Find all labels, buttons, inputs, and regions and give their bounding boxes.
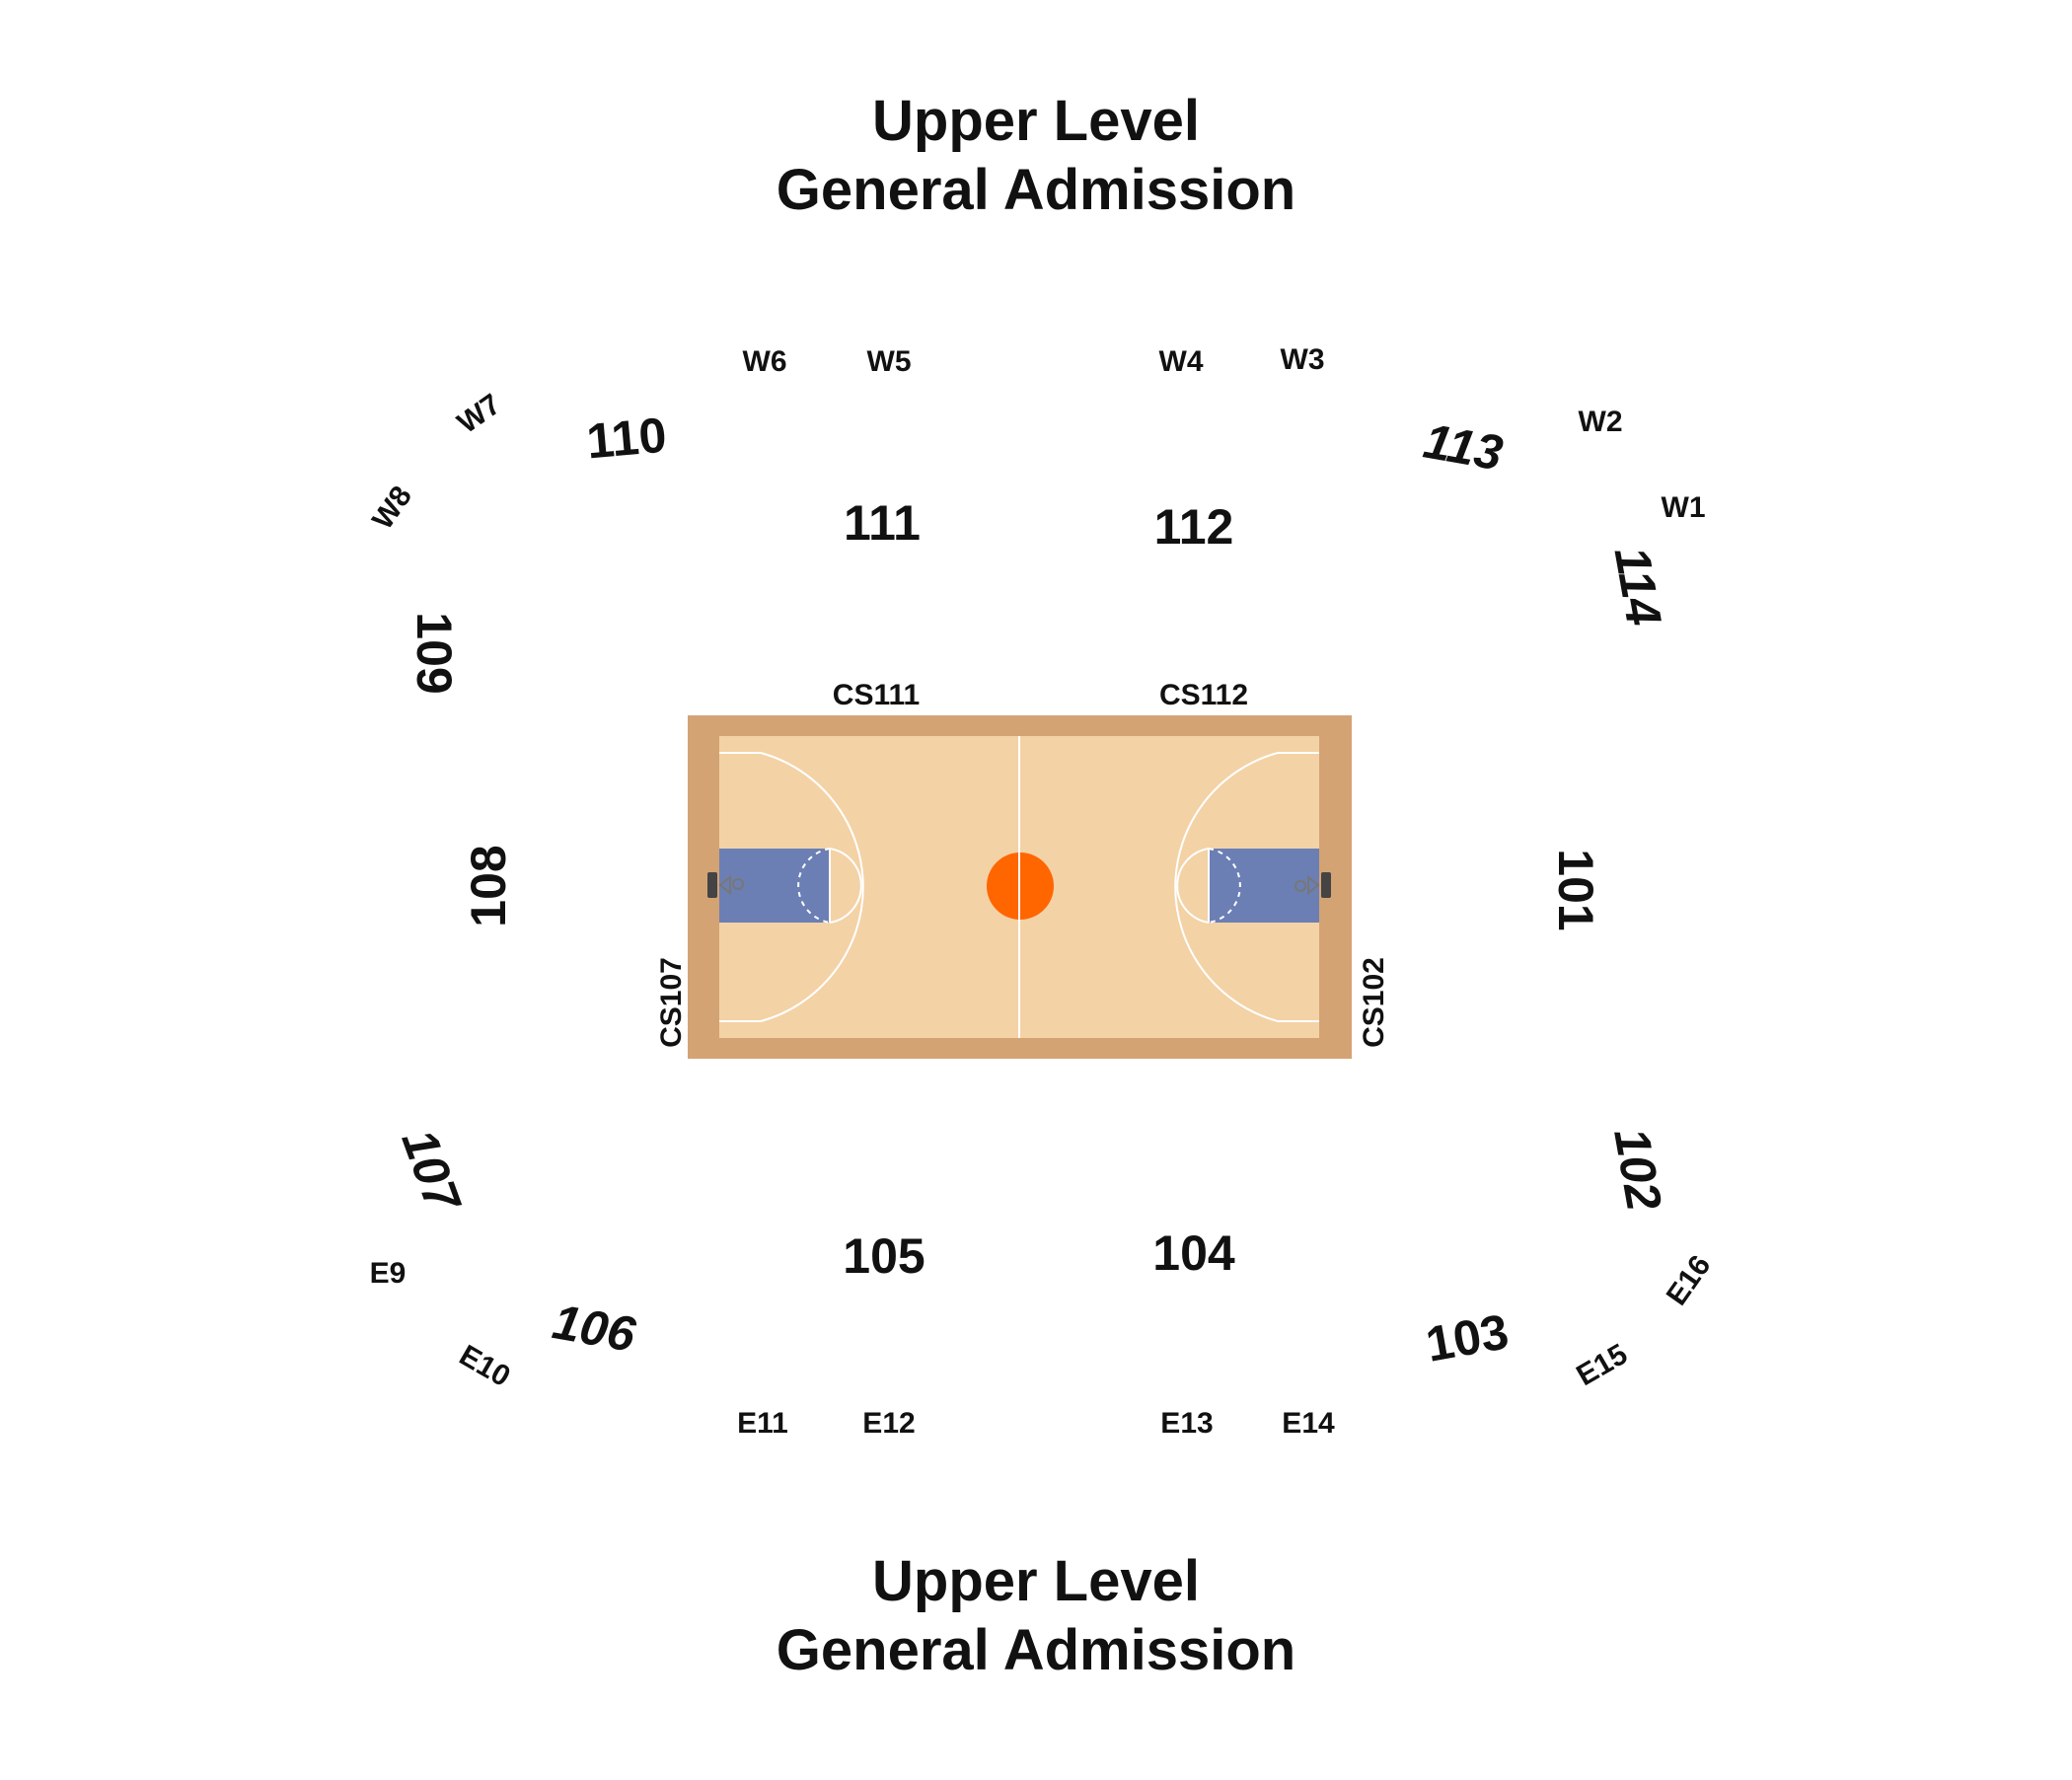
section-110[interactable]: 110 [584, 407, 669, 470]
backboard-right [1321, 872, 1331, 898]
hoop-left [718, 874, 731, 896]
upper-level-label: Upper Level [872, 89, 1200, 153]
section-105[interactable]: 105 [843, 1228, 925, 1284]
free-throw-circle-right-inner [1208, 848, 1241, 924]
section-108[interactable]: 108 [461, 845, 516, 927]
entrance-e11[interactable]: E11 [737, 1407, 788, 1440]
three-point-arc-right [1174, 752, 1319, 1022]
three-point-arc-left [719, 752, 864, 1022]
rim-right [1295, 880, 1306, 892]
section-112[interactable]: 112 [1153, 499, 1234, 555]
upper-level-heading-bottom: Upper Level General Admission [0, 1547, 2072, 1685]
section-111[interactable]: 111 [844, 495, 921, 551]
section-101[interactable]: 101 [1548, 849, 1603, 931]
free-throw-circle-right-outer [1176, 848, 1210, 924]
paint-left [719, 849, 830, 923]
free-throw-circle-left-outer [829, 848, 862, 924]
entrance-e9[interactable]: E9 [369, 1257, 407, 1290]
rim-left [732, 878, 744, 890]
upper-level-heading-top: Upper Level General Admission [0, 87, 2072, 225]
general-admission-label: General Admission [776, 1618, 1296, 1682]
free-throw-circle-left-inner [797, 848, 831, 924]
section-104[interactable]: 104 [1152, 1225, 1235, 1281]
courtside-cs102[interactable]: CS102 [1358, 957, 1390, 1048]
entrance-e12[interactable]: E12 [862, 1407, 916, 1440]
general-admission-label: General Admission [776, 158, 1296, 222]
entrance-w4[interactable]: W4 [1158, 345, 1204, 378]
entrance-e14[interactable]: E14 [1282, 1407, 1335, 1440]
section-109[interactable]: 109 [407, 612, 462, 695]
backboard-left [707, 872, 717, 898]
courtside-cs107[interactable]: CS107 [655, 957, 688, 1048]
paint-right [1209, 849, 1319, 923]
entrance-w6[interactable]: W6 [742, 345, 787, 378]
entrance-e13[interactable]: E13 [1160, 1407, 1214, 1440]
upper-level-label: Upper Level [872, 1549, 1200, 1613]
entrance-w5[interactable]: W5 [866, 345, 912, 378]
courtside-cs111[interactable]: CS111 [832, 679, 921, 711]
courtside-cs112[interactable]: CS112 [1158, 679, 1249, 711]
hoop-right [1307, 874, 1320, 896]
entrance-w1[interactable]: W1 [1661, 491, 1706, 524]
entrance-w3[interactable]: W3 [1280, 343, 1325, 376]
entrance-w2[interactable]: W2 [1578, 406, 1623, 438]
